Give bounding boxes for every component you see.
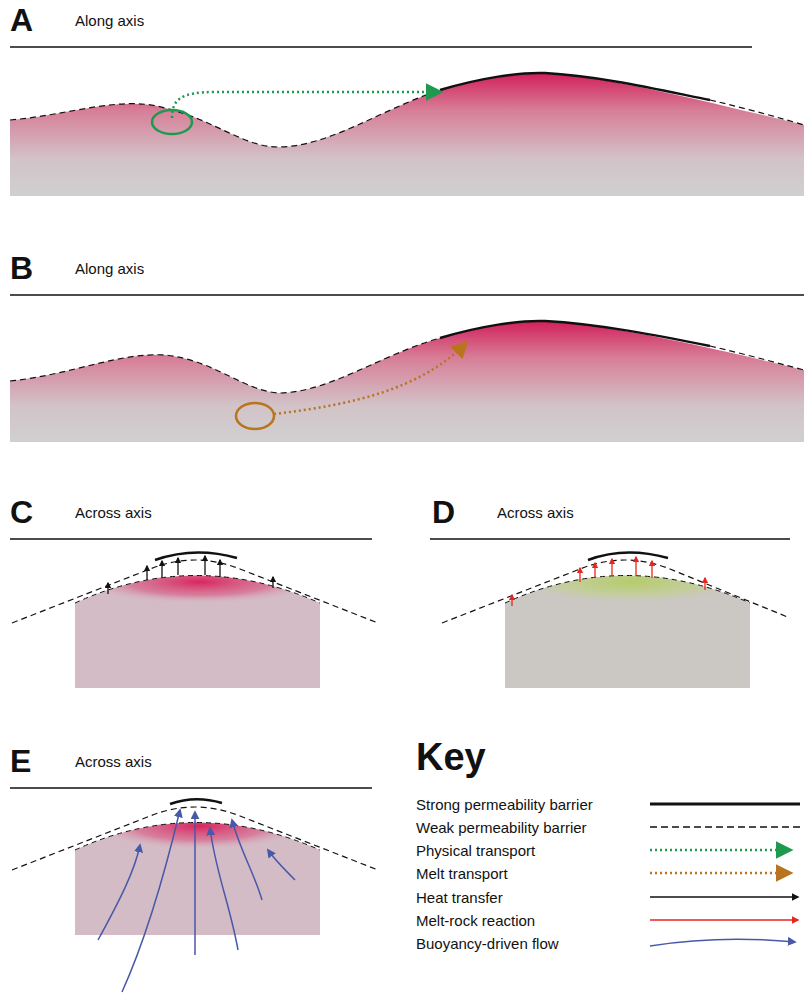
panel-subtitle: Across axis — [75, 754, 152, 769]
panel-subtitle: Across axis — [75, 505, 152, 520]
legend-text: Melt-rock reaction — [416, 913, 535, 928]
legend-text: Heat transfer — [416, 890, 503, 905]
panel-letter: D — [432, 496, 455, 528]
panel-letter: A — [10, 4, 33, 36]
panel-letter: C — [10, 496, 33, 528]
panel-subtitle: Along axis — [75, 13, 144, 28]
legend-text: Physical transport — [416, 843, 535, 858]
legend-text: Weak permeability barrier — [416, 820, 587, 835]
legend-text: Strong permeability barrier — [416, 797, 593, 812]
key-heading: Key — [416, 738, 486, 776]
panel-subtitle: Along axis — [75, 261, 144, 276]
panel-letter: E — [10, 745, 31, 777]
legend-text: Buoyancy-driven flow — [416, 936, 559, 951]
legend-text: Melt transport — [416, 866, 508, 881]
panel-letter: B — [10, 252, 33, 284]
panel-subtitle: Across axis — [497, 505, 574, 520]
